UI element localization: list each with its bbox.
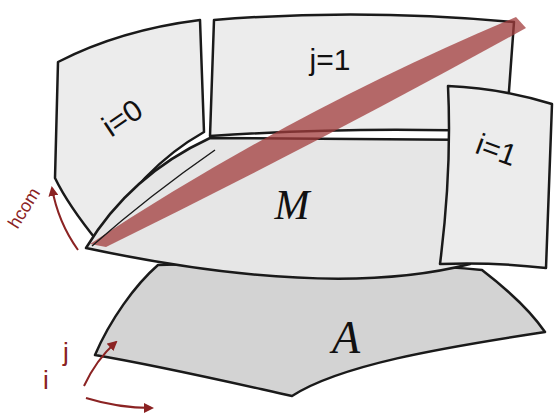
operation-label: hcom (5, 185, 44, 232)
floor-label-box: M (271, 181, 314, 229)
node-text: j=1 (310, 45, 351, 75)
sheet-label-box: A (328, 312, 364, 364)
base-sheet (95, 263, 545, 396)
hcom-arrow (52, 188, 78, 250)
band-edge (92, 150, 215, 246)
right-wall (440, 86, 552, 268)
i-arrow (86, 398, 152, 408)
node-text: M (275, 184, 310, 226)
node-text: A (332, 315, 360, 361)
j-arrow (84, 342, 116, 386)
axis-label: j (63, 339, 69, 365)
wall-label-box: j=1 (306, 42, 355, 78)
axis-label: i (43, 367, 49, 393)
